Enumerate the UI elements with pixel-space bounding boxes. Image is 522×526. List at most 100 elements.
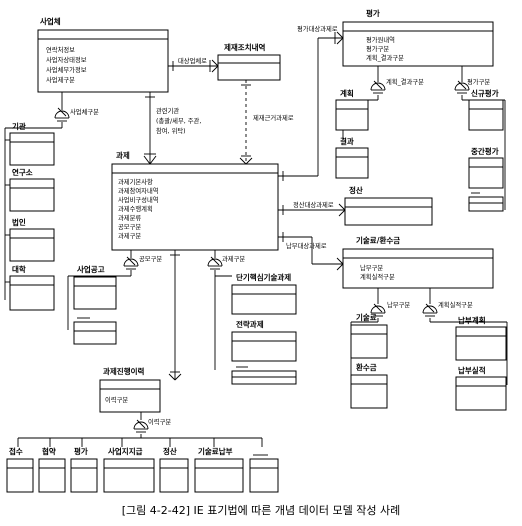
entity-plan: 계획 <box>335 88 369 131</box>
svg-text:과제참여자내역: 과제참여자내역 <box>118 186 159 195</box>
label-eval-target: 평가대상과제로 <box>297 24 338 33</box>
entity-fee: 기술료/환수금 납부구분 계획실적구분 <box>342 235 494 289</box>
entity-research-center: 연구소 <box>9 167 55 212</box>
svg-text:사업지지급: 사업지지급 <box>108 446 143 456</box>
entity-refund: 환수금 <box>350 362 388 409</box>
relationship-lines <box>4 31 508 447</box>
label-related-inst-1: 관련기관 <box>156 106 179 115</box>
svg-text:과제분류: 과제분류 <box>118 213 141 222</box>
figure-caption: [그림 4-2-42] IE 표기법에 따른 개념 데이터 모델 작성 사례 <box>122 504 400 517</box>
subtype-symbol-pay-kind <box>370 303 386 317</box>
entity-h-eval: 평가 <box>70 446 98 493</box>
entity-business: 사업체 연락처정보 사업자상태정보 사업체부가정보 사업제구분 <box>37 16 169 93</box>
entity-history: 과제진행이력 이력구분 <box>99 366 161 413</box>
svg-text:연락처정보: 연락처정보 <box>46 45 75 54</box>
svg-text:납부구분: 납부구분 <box>360 263 383 272</box>
label-plan-result-kind: 계획_결과구분 <box>386 77 424 86</box>
label-history-kind: 이력구분 <box>148 417 171 426</box>
entity-settlement: 정산 <box>344 185 433 226</box>
entity-strategic: 전략과제 <box>231 319 297 362</box>
entity-evaluation: 평가 평가원내역 평가구분 계획_결과구분 <box>342 8 494 67</box>
svg-text:접수: 접수 <box>9 446 23 456</box>
svg-text:제재조치내역: 제재조치내역 <box>224 42 265 52</box>
entity-task: 과제 과제기본사항 과제참여자내역 사업비구성내역 과제수행계획 과제분류 공모… <box>111 150 279 251</box>
label-eval-kind: 평가구분 <box>467 77 490 86</box>
entity-corporation: 법인 <box>9 217 55 262</box>
svg-text:정산: 정산 <box>163 446 177 456</box>
relationship-labels: 사업체구분 대상업체로 관련기관 (총괄/세부, 주관, 참여, 위탁) 제재근… <box>70 24 490 426</box>
svg-text:기술료: 기술료 <box>356 312 377 322</box>
subtype-symbols <box>54 80 470 433</box>
subtype-symbol-plan-result <box>370 80 386 94</box>
entity-h-settle: 정산 <box>159 446 189 493</box>
svg-text:협약: 협약 <box>42 446 56 456</box>
subtype-symbol-task-kind <box>207 256 223 270</box>
svg-text:기술료/환수금: 기술료/환수금 <box>356 235 400 245</box>
subtype-symbol-business <box>54 107 70 122</box>
entity-institution: 기관 <box>9 121 55 166</box>
svg-text:사업자상태정보: 사업자상태정보 <box>46 55 87 64</box>
label-related-inst-2: (총괄/세부, 주관, <box>156 116 201 125</box>
svg-text:평가: 평가 <box>74 446 88 456</box>
entity-eval-blank <box>468 192 504 212</box>
svg-text:기관: 기관 <box>12 121 26 131</box>
entity-fee-tech: 기술료 <box>350 312 388 359</box>
label-related-inst-3: 참여, 위탁) <box>156 126 186 135</box>
svg-text:계획_결과구분: 계획_결과구분 <box>366 53 404 62</box>
subtype-symbol-notice <box>123 256 139 270</box>
entity-task-blank <box>231 366 297 385</box>
svg-text:계획실적구분: 계획실적구분 <box>360 272 395 281</box>
entity-mid-eval: 중간평가 <box>468 146 504 189</box>
svg-text:평가구분: 평가구분 <box>366 44 389 53</box>
svg-text:전략과제: 전략과제 <box>236 319 264 329</box>
label-settle-target: 정산대상과제로 <box>293 200 334 209</box>
svg-text:신규평가: 신규평가 <box>471 88 499 98</box>
subtype-symbol-plan-actual <box>422 303 438 317</box>
svg-text:평가: 평가 <box>366 8 380 18</box>
svg-text:환수금: 환수금 <box>356 362 377 372</box>
svg-text:평가원내역: 평가원내역 <box>366 35 395 44</box>
label-task-kind: 과제구분 <box>222 254 245 263</box>
svg-text:결과: 결과 <box>340 136 354 146</box>
label-target-company: 대상업체로 <box>178 56 207 65</box>
svg-text:계획: 계획 <box>340 88 354 98</box>
label-notice-kind: 공모구분 <box>139 255 162 263</box>
svg-text:이력구분: 이력구분 <box>105 395 128 404</box>
entity-h-fund: 사업지지급 <box>103 446 155 493</box>
entity-short-tech: 단기핵심기술과제 <box>231 272 297 315</box>
label-pay-target: 납부대상과제로 <box>286 241 327 250</box>
label-plan-actual-kind: 계획실적구분 <box>438 300 473 309</box>
entity-pay-result: 납부실적 <box>455 365 507 411</box>
label-pay-kind: 납부구분 <box>387 300 410 309</box>
entity-university: 대학 <box>9 264 55 311</box>
svg-text:법인: 법인 <box>12 217 26 227</box>
svg-text:사업체부가정보: 사업체부가정보 <box>46 65 87 74</box>
subtype-symbol-history <box>133 419 149 433</box>
svg-text:기술료납부: 기술료납부 <box>198 446 233 456</box>
entity-result: 결과 <box>335 136 369 179</box>
svg-text:공모구분: 공모구분 <box>118 223 141 231</box>
label-business-kind: 사업체구분 <box>70 107 99 116</box>
entity-sanction: 제재조치내역 <box>217 42 281 81</box>
entity-new-eval: 신규평가 <box>468 88 504 131</box>
entity-business-title: 사업체 <box>40 16 61 26</box>
svg-text:과제기본사항: 과제기본사항 <box>118 177 153 186</box>
svg-text:과제: 과제 <box>116 150 130 160</box>
entity-h-contract: 협약 <box>38 446 66 493</box>
entity-h-receipt: 접수 <box>6 446 34 493</box>
svg-text:납부계획: 납부계획 <box>458 315 486 325</box>
svg-text:사업제구분: 사업제구분 <box>46 75 75 84</box>
entity-notice: 사업공고 <box>73 264 117 310</box>
entity-notice-blank <box>73 317 117 345</box>
svg-text:사업비구성내역: 사업비구성내역 <box>118 195 159 204</box>
label-sanction-basis: 제재근거과제로 <box>253 113 294 122</box>
svg-text:과제진행이력: 과제진행이력 <box>103 366 144 376</box>
entity-pay-plan: 납부계획 <box>455 315 507 361</box>
svg-text:납부실적: 납부실적 <box>458 365 486 375</box>
svg-text:중간평가: 중간평가 <box>471 146 499 156</box>
svg-text:과제구분: 과제구분 <box>118 231 141 240</box>
subtype-symbol-eval-kind <box>454 80 470 94</box>
entity-h-blank <box>249 454 279 493</box>
entity-h-fee: 기술료납부 <box>194 446 244 493</box>
